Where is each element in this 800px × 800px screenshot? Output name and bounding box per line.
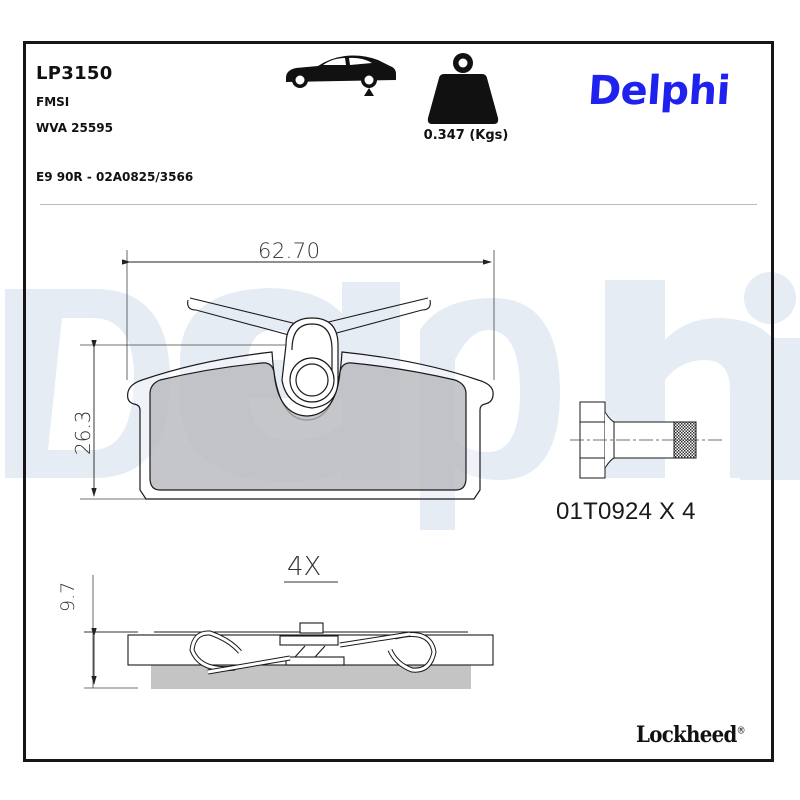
product-code: LP3150: [36, 63, 113, 84]
weight-icon: [427, 53, 499, 124]
width-dimension-label: 62.70: [258, 239, 320, 263]
thickness-dimension-label: 9.7: [57, 582, 79, 612]
car-rear-axle-icon: [286, 55, 396, 96]
fmsi-label: FMSI: [36, 95, 70, 109]
lockheed-logo: Lockheed®: [636, 722, 746, 748]
pad-front-view: [80, 250, 495, 500]
height-dimension-label: 26.3: [71, 410, 95, 455]
approval-number: E9 90R - 02A0825/3566: [36, 170, 194, 184]
header-separator: [40, 204, 757, 205]
brand-logo: Delphi: [586, 68, 732, 114]
weight-value: 0.347 (Kgs): [423, 128, 509, 143]
pad-side-view: [84, 575, 494, 689]
registered-mark: ®: [736, 725, 746, 737]
wva-number: WVA 25595: [36, 121, 113, 135]
accessory-part-code: 01T0924 X 4: [556, 498, 696, 525]
quantity-marker: 4X: [287, 552, 321, 582]
bolt-icon: [570, 401, 722, 479]
lockheed-name: Lockheed: [636, 722, 737, 748]
